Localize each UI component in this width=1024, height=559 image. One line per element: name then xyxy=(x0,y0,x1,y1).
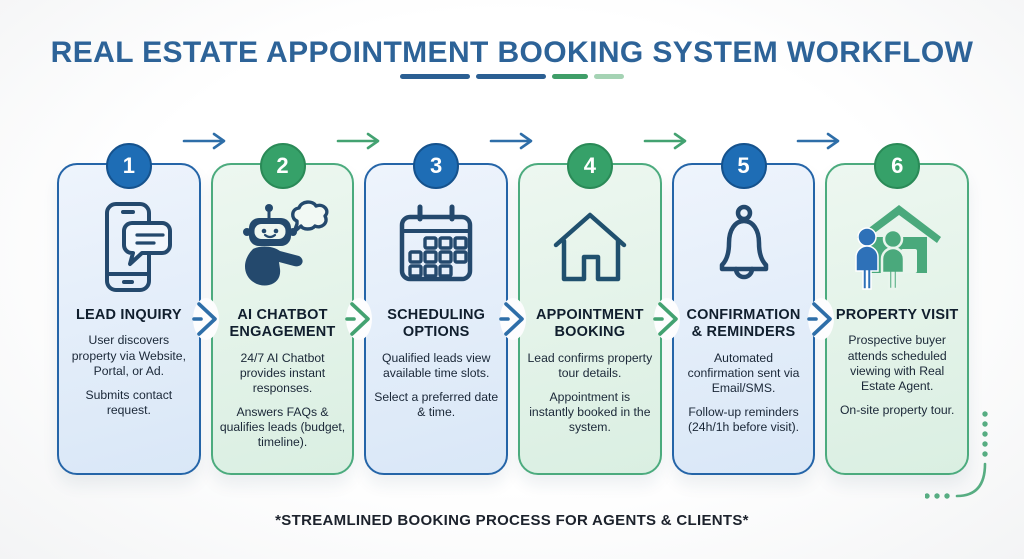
phone-chat-icon xyxy=(66,195,192,299)
step-title: AI CHATBOT ENGAGEMENT xyxy=(229,307,336,341)
step-number-badge: 6 xyxy=(874,143,921,189)
step-number-badge: 1 xyxy=(105,143,152,189)
step-text: On-site property tour. xyxy=(839,402,955,417)
title-underline-segment xyxy=(594,74,624,79)
step-text: Follow-up reminders (24h/1h before visit… xyxy=(687,405,800,435)
step-title: CONFIRMATION & REMINDERS xyxy=(686,307,801,341)
flow-arrow-icon xyxy=(643,132,687,150)
title-underline-segment xyxy=(552,74,588,79)
step-number-badge: 5 xyxy=(720,143,767,189)
step-number-badge: 4 xyxy=(566,143,613,189)
flow-arrow-icon xyxy=(796,132,840,150)
buyers-house-icon xyxy=(834,195,960,299)
steps-row: 1 LEAD INQUIRY User discovers property v… xyxy=(57,143,970,475)
step-title: SCHEDULING OPTIONS xyxy=(387,307,486,341)
flow-arrow-icon xyxy=(182,132,226,150)
chevron-connector-icon xyxy=(499,298,526,340)
footer-note: *STREAMLINED BOOKING PROCESS FOR AGENTS … xyxy=(275,512,749,529)
step-title: PROPERTY VISIT xyxy=(835,307,959,323)
step-number-badge: 2 xyxy=(259,143,306,189)
step-card-ai-chatbot: 2 AI CHATBOT ENGAGEMENT 24/7 AI Cha xyxy=(210,143,355,475)
flow-arrow-icon xyxy=(489,132,533,150)
step-text: Prospective buyer attends scheduled view… xyxy=(847,333,947,393)
page-title: REAL ESTATE APPOINTMENT BOOKING SYSTEM W… xyxy=(50,36,974,69)
flow-arrow-icon xyxy=(336,132,380,150)
house-icon xyxy=(527,195,653,299)
bell-icon xyxy=(681,195,807,299)
title-underline-segment xyxy=(476,74,546,79)
title-underline xyxy=(0,74,1024,79)
step-text: User discovers property via Website, Por… xyxy=(71,333,186,378)
step-card-property-visit: 6 PROPERTY VISIT Prospectiv xyxy=(825,143,970,475)
step-text: 24/7 AI Chatbot provides instant respons… xyxy=(239,350,326,396)
step-text: Qualified leads view available time slot… xyxy=(381,350,491,380)
calendar-icon xyxy=(373,195,499,299)
title-underline-segment xyxy=(400,74,470,79)
robot-chat-icon xyxy=(220,195,346,299)
step-text: Answers FAQs & qualifies leads (budget, … xyxy=(219,405,346,450)
step-text: Automated confirmation sent via Email/SM… xyxy=(687,350,800,396)
chevron-connector-icon xyxy=(807,298,834,340)
step-card-appointment-booking: 4 APPOINTMENT BOOKING Lead confirms prop… xyxy=(518,143,662,475)
step-card-lead-inquiry: 1 LEAD INQUIRY User discovers property v… xyxy=(57,143,201,475)
step-card-scheduling: 3 SCHEDULING OPTIONS Qua xyxy=(364,143,509,475)
chevron-connector-icon xyxy=(653,298,680,340)
step-text: Lead confirms property tour details. xyxy=(527,350,653,380)
step-title: APPOINTMENT BOOKING xyxy=(535,307,644,341)
step-text: Select a preferred date & time. xyxy=(374,390,499,420)
step-number-badge: 3 xyxy=(413,143,460,189)
step-title: LEAD INQUIRY xyxy=(75,307,182,323)
step-card-confirmation-reminders: 5 CONFIRMATION & REMINDERS Automated con… xyxy=(671,143,816,475)
chevron-connector-icon xyxy=(192,298,219,340)
dotted-trail-decoration xyxy=(925,411,988,499)
step-text: Submits contact request. xyxy=(85,387,173,417)
step-text: Appointment is instantly booked in the s… xyxy=(529,390,651,435)
chevron-connector-icon xyxy=(345,298,372,340)
